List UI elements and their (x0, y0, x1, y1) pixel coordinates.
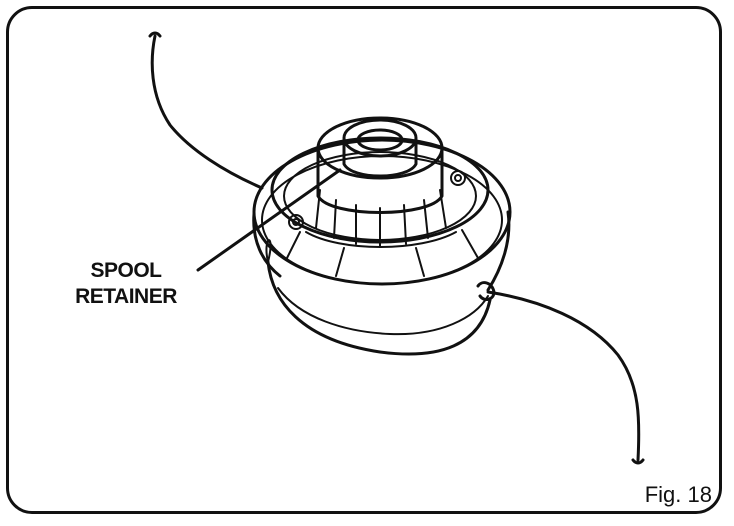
line-eyelet (476, 281, 496, 301)
trimmer-line-lower (486, 290, 641, 462)
spool-bowl (266, 260, 492, 356)
screw-right (450, 170, 466, 186)
hub-cylinder (316, 146, 444, 214)
callout-line-1: SPOOL (90, 259, 162, 282)
screw-left (288, 214, 304, 230)
spool-retainer-callout: SPOOL RETAINER (46, 258, 206, 310)
callout-line-2: RETAINER (75, 285, 177, 308)
callout-leader (196, 168, 342, 272)
spool-retainer (342, 138, 418, 178)
figure-caption: Fig. 18 (644, 482, 712, 507)
trimmer-line-upper (150, 34, 264, 190)
figure-frame (6, 6, 722, 514)
